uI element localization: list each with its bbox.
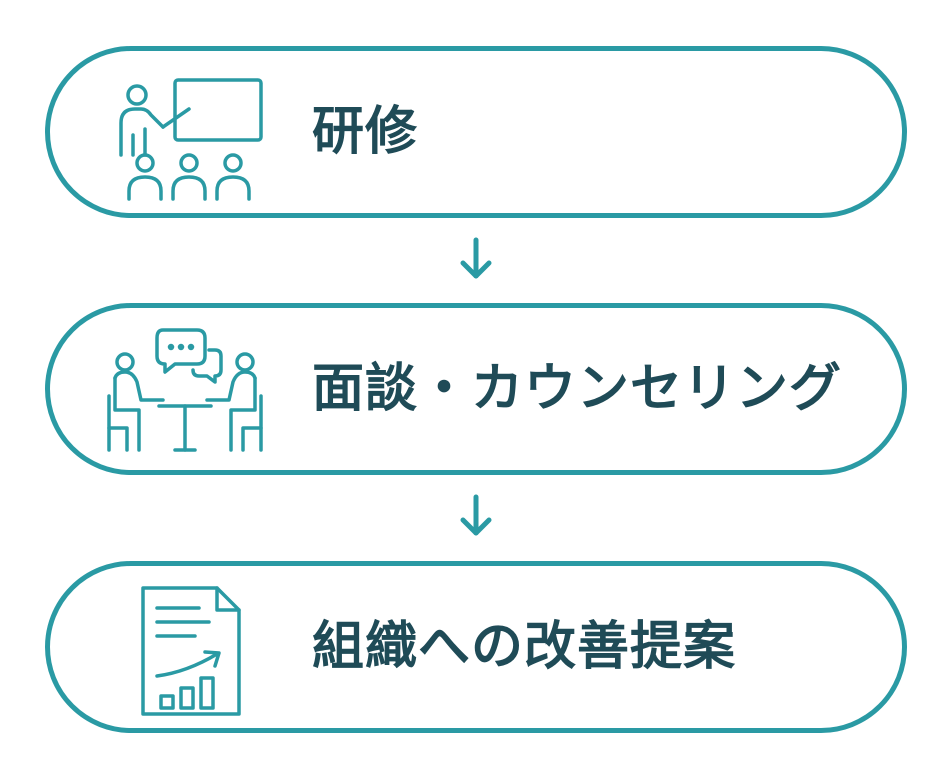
report-chart-icon — [105, 580, 265, 720]
arrow-down-icon — [456, 493, 496, 539]
counseling-icon — [105, 322, 265, 462]
step-counseling: 面談・カウンセリング — [45, 303, 907, 475]
step-label: 研修 — [312, 102, 419, 162]
step-label: 面談・カウンセリング — [312, 359, 843, 419]
step-training: 研修 — [45, 46, 907, 218]
arrow-down-icon — [456, 236, 496, 282]
step-label: 組織への改善提案 — [312, 617, 737, 677]
step-organization-proposal: 組織への改善提案 — [45, 561, 907, 733]
presentation-icon — [105, 65, 265, 205]
